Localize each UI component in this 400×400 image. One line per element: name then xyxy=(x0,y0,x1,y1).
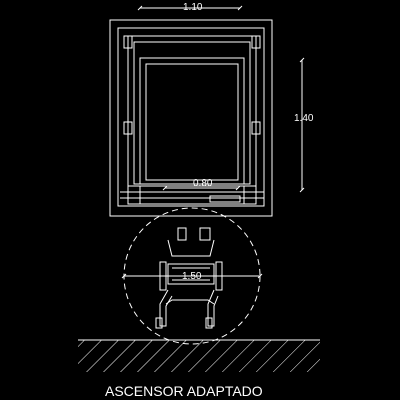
depth-dimension: 1.40 xyxy=(294,57,314,193)
depth-label: 1.40 xyxy=(294,113,314,124)
floor-hatch xyxy=(78,339,320,372)
wheelchair-icon xyxy=(155,227,223,329)
door-label: 0.80 xyxy=(193,178,213,189)
width-label: 1.10 xyxy=(183,2,203,13)
elevator-shaft xyxy=(109,19,273,217)
drawing-title: ASCENSOR ADAPTADO xyxy=(105,383,263,399)
turning-circle-label: 1.50 xyxy=(182,271,202,282)
turning-circle: 1.50 xyxy=(121,207,263,345)
width-dimension: 1.10 xyxy=(137,2,243,13)
door-dimension: 0.80 xyxy=(162,178,241,191)
